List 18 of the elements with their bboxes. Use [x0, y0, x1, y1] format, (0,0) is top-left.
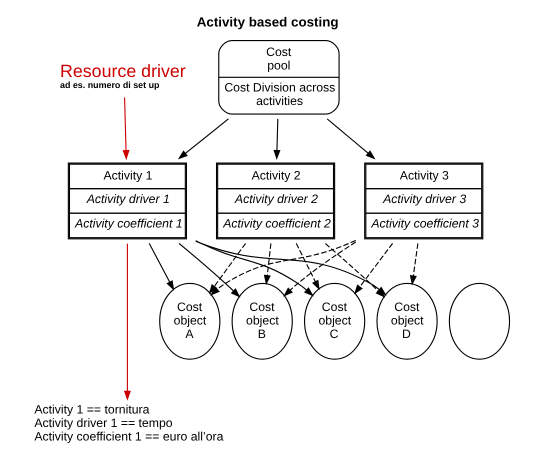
arrow [177, 118, 228, 160]
arrow [295, 243, 320, 290]
arrow [178, 243, 240, 298]
arrow [326, 118, 376, 160]
arrow [282, 242, 356, 297]
arrow [354, 243, 393, 294]
node-text: Resource driver ad es. numero di set up [59, 61, 186, 90]
arrow [272, 118, 280, 160]
arrow [263, 243, 271, 286]
arrow [210, 240, 356, 296]
node-circle [448, 282, 510, 360]
arrow [122, 97, 130, 160]
diagram-title: Activity based costing [196, 14, 338, 30]
node-text: Activity 1 == tornitura Activity driver 1 == tempo Activity coefficient 1 == euro all’ora [34, 402, 223, 444]
arrow [123, 244, 130, 401]
arrow [409, 243, 418, 286]
arrow [148, 243, 174, 291]
arrow [324, 243, 385, 298]
